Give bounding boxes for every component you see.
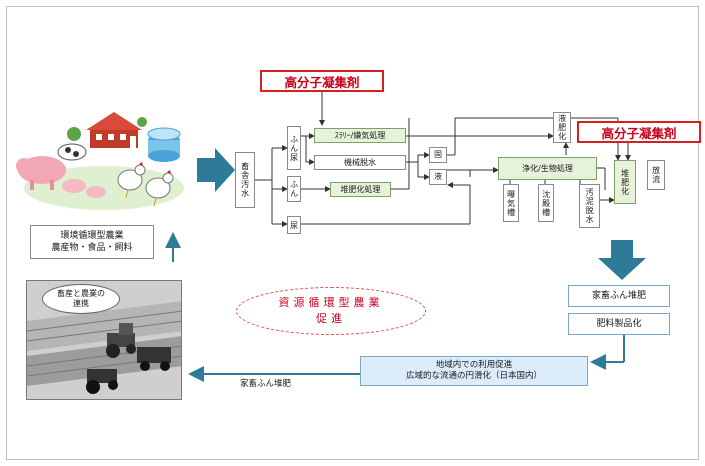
distribution-box: 地域内での利用促進 広域的な流通の円滑化（日本国内）	[360, 356, 588, 386]
promotion-line2: 促進	[316, 312, 346, 325]
polymer-callout-right: 高分子凝集剤	[577, 121, 701, 143]
composting-box: 堆肥化	[614, 160, 636, 204]
slide-frame	[6, 6, 699, 460]
farm-panel-line2: 連携	[73, 299, 89, 308]
right-arrow-icon	[197, 148, 235, 192]
slurry-box: ｽﾗﾘｰ/嫌気処理	[314, 128, 406, 143]
distribution-line2: 広域的な流通の円滑化（日本国内）	[405, 371, 542, 381]
bottom-arrow-label: 家畜ふん堆肥	[240, 379, 292, 389]
mechanical-box: 機械脱水	[314, 155, 406, 170]
compost-product-box: 家畜ふん堆肥	[568, 285, 670, 307]
barn-icon	[86, 112, 142, 148]
tractor-icon-front	[86, 369, 118, 394]
farm-panel	[26, 280, 182, 400]
fertilizer-product-box: 肥料製品化	[568, 313, 670, 335]
chicken-icon	[117, 162, 174, 207]
promotion-line1: 資源循環型農業	[278, 296, 384, 309]
mixed-box: ふん尿	[287, 126, 301, 170]
down-arrow-icon	[598, 240, 646, 280]
promotion-ellipse	[236, 287, 426, 335]
truck-icon	[137, 347, 171, 371]
liquid-box: 液	[429, 169, 447, 185]
tank-icon	[147, 127, 181, 162]
tractor-icon	[106, 323, 136, 358]
discharge-box: 放流	[647, 160, 665, 190]
aeration-tank-box: 曝気槽	[503, 184, 519, 222]
circular-agriculture-line2: 農産物・食品・飼料	[51, 243, 133, 253]
urine-box: 尿	[287, 216, 301, 234]
compost-treatment-box: 堆肥化処理	[330, 182, 391, 197]
circular-agriculture-box: 環境循環型農業 農産物・食品・飼料	[30, 225, 154, 259]
pig-icon	[16, 156, 106, 198]
cow-icon	[57, 143, 87, 161]
polymer-callout-top: 高分子凝集剤	[260, 70, 384, 92]
feces-box: ふん	[287, 176, 301, 202]
source-box: 畜舎汚水	[235, 152, 255, 208]
compost-product-label: 家畜ふん堆肥	[591, 290, 646, 301]
tractor-field-illustration	[27, 281, 181, 399]
liquid-fertilizer-box: 液肥化	[553, 112, 571, 143]
sludge-dewatering-box: 汚泥脱水	[579, 184, 600, 228]
fertilizer-product-label: 肥料製品化	[596, 318, 642, 329]
solid-box: 固	[429, 147, 447, 163]
purification-box: 浄化/生物処理	[498, 157, 597, 180]
farm-panel-bubble: 畜産と農業の 連携	[42, 284, 120, 314]
distribution-line1: 地域内での利用促進	[435, 359, 513, 370]
circular-agriculture-line1: 環境循環型農業	[60, 230, 124, 241]
settling-tank-box: 沈殿槽	[538, 184, 554, 222]
farm-panel-line1: 畜産と農業の	[57, 289, 105, 299]
livestock-illustration	[16, 112, 184, 210]
